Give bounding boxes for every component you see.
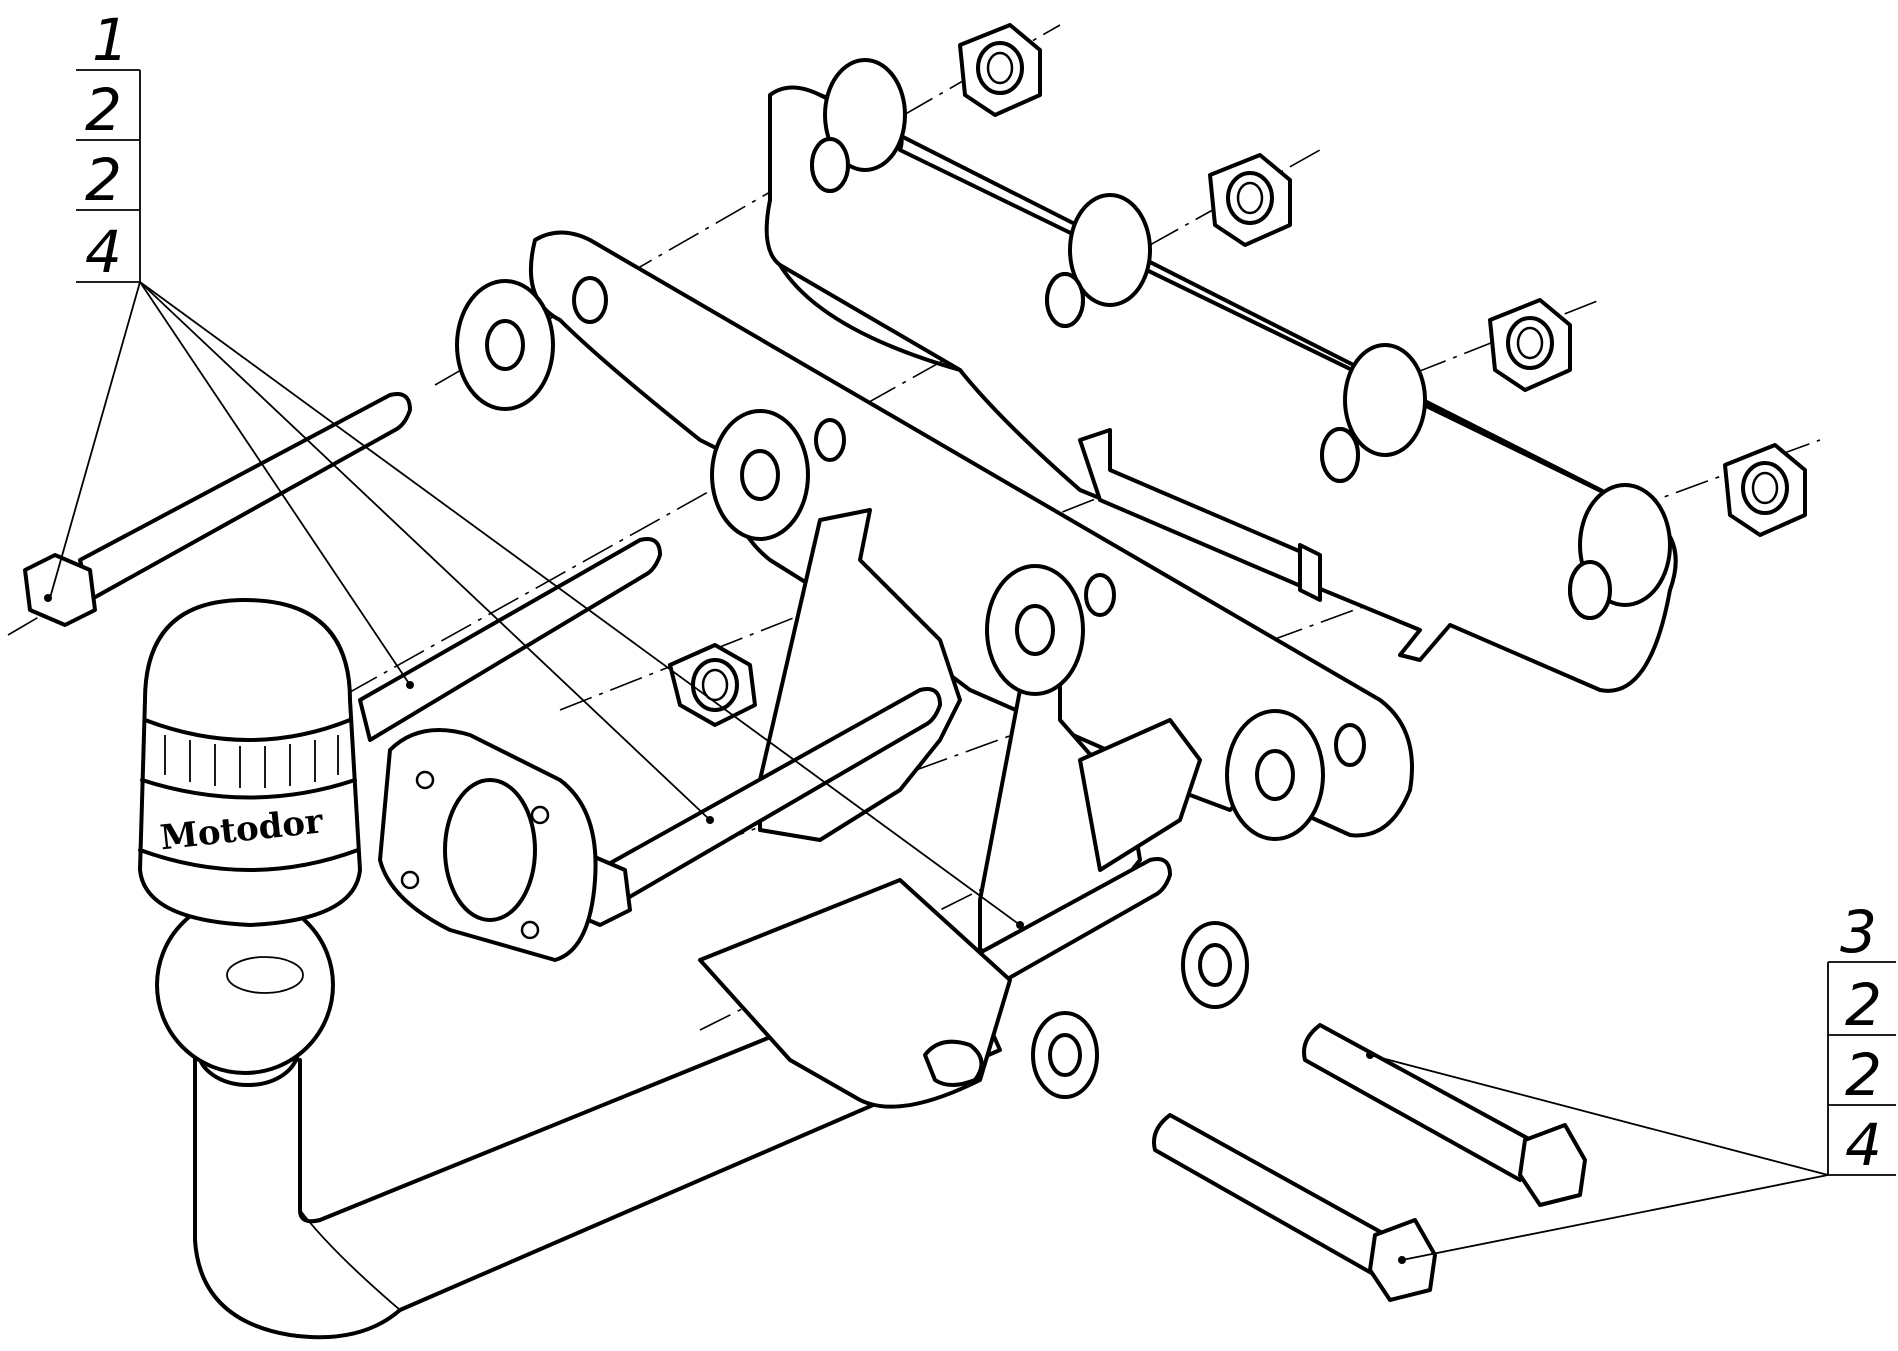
callout-right-value-1: 3 <box>1840 898 1877 966</box>
hex-nut-1 <box>958 23 1042 117</box>
callout-right-value-2: 2 <box>1845 971 1882 1039</box>
hex-nut-2 <box>1208 153 1292 247</box>
callout-left-value-4: 4 <box>85 218 122 286</box>
socket-mounting-plate <box>378 728 598 962</box>
bolt-5 <box>1302 1023 1587 1207</box>
hex-nut-5 <box>668 643 757 727</box>
callout-left-value-3: 2 <box>85 146 122 214</box>
hex-nut-3 <box>1488 298 1572 392</box>
bolt-1 <box>23 392 412 627</box>
callout-left-value-2: 2 <box>85 76 122 144</box>
hex-nut-4 <box>1723 443 1807 537</box>
hex-nuts <box>668 23 1807 727</box>
washers-upper <box>455 279 1325 841</box>
callout-left-value-1: 1 <box>92 6 129 74</box>
bolt-6 <box>1152 1113 1437 1302</box>
callout-right: 3 2 2 4 <box>1369 898 1896 1261</box>
callout-left: 1 2 2 4 <box>49 6 1021 926</box>
callout-right-value-3: 2 <box>1845 1041 1882 1109</box>
washers-lower <box>1031 921 1249 1099</box>
bolt-2 <box>358 537 662 742</box>
ball-cover-cap: Motodor <box>138 598 362 927</box>
tow-bar-arm <box>193 718 1202 1340</box>
rear-mounting-plate <box>764 58 1678 693</box>
bolts-lower <box>1152 1023 1587 1302</box>
callout-right-value-4: 4 <box>1845 1111 1882 1179</box>
